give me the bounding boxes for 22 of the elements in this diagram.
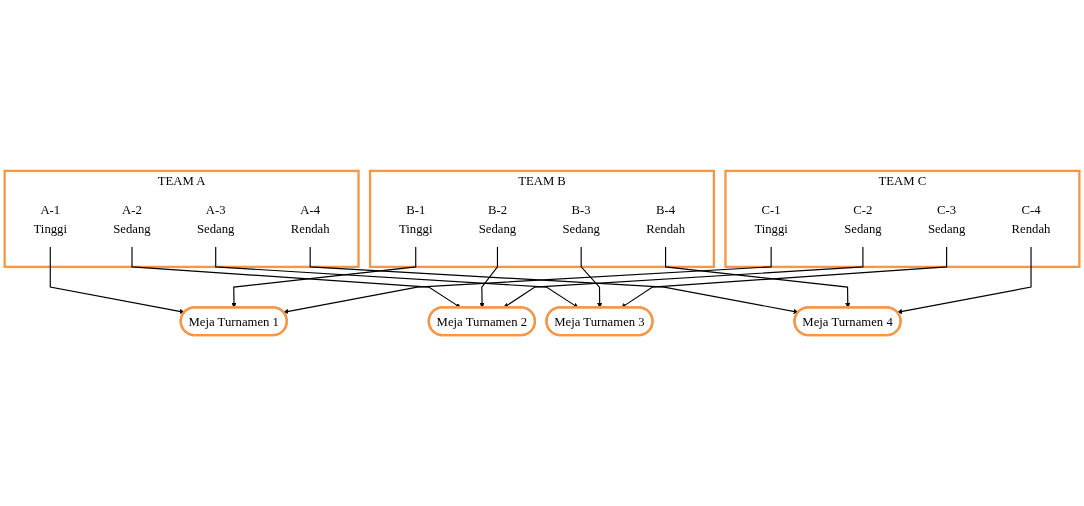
node-text: B-4 Rendah [646, 202, 686, 236]
node-text: A-1 Tinggi [33, 202, 68, 236]
node-text: B-1 Tinggi [398, 202, 433, 236]
node-text: C-3 Sedang [927, 202, 966, 236]
arrow [479, 246, 499, 308]
arrow [503, 246, 864, 308]
arrow [580, 246, 603, 308]
node-text: B-3 Sedang [562, 202, 600, 236]
arrow [231, 246, 417, 308]
node-text: C-1 Tinggi [754, 202, 788, 236]
arrow [665, 246, 851, 308]
node-text: A-2 Sedang [113, 202, 151, 236]
arrow [621, 246, 948, 308]
arrow [897, 246, 1032, 314]
node-text: A-3 Sedang [196, 202, 235, 236]
arrow [131, 246, 461, 308]
arrow [49, 246, 185, 314]
node-text: C-4 Rendah [1011, 202, 1051, 236]
node-text: B-2 Sedang [478, 202, 517, 236]
node-text: A-4 Rendah [290, 202, 330, 236]
node-text: C-2 Sedang [844, 202, 882, 236]
arrow [215, 246, 579, 308]
